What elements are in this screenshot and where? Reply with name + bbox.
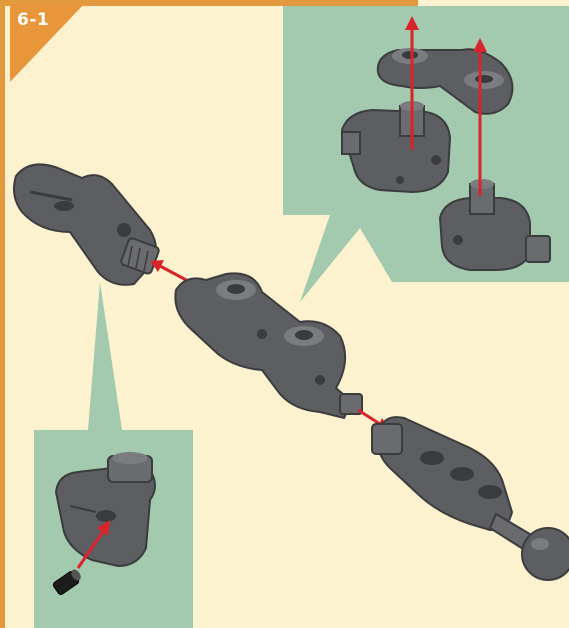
forked-arm-part — [14, 164, 160, 284]
double-joint-part — [175, 273, 362, 418]
middle-socket-part — [342, 101, 450, 192]
ball-joint-part — [372, 417, 569, 580]
step-number-label: 6-1 — [17, 10, 49, 30]
red-arrow-icon — [150, 260, 190, 282]
